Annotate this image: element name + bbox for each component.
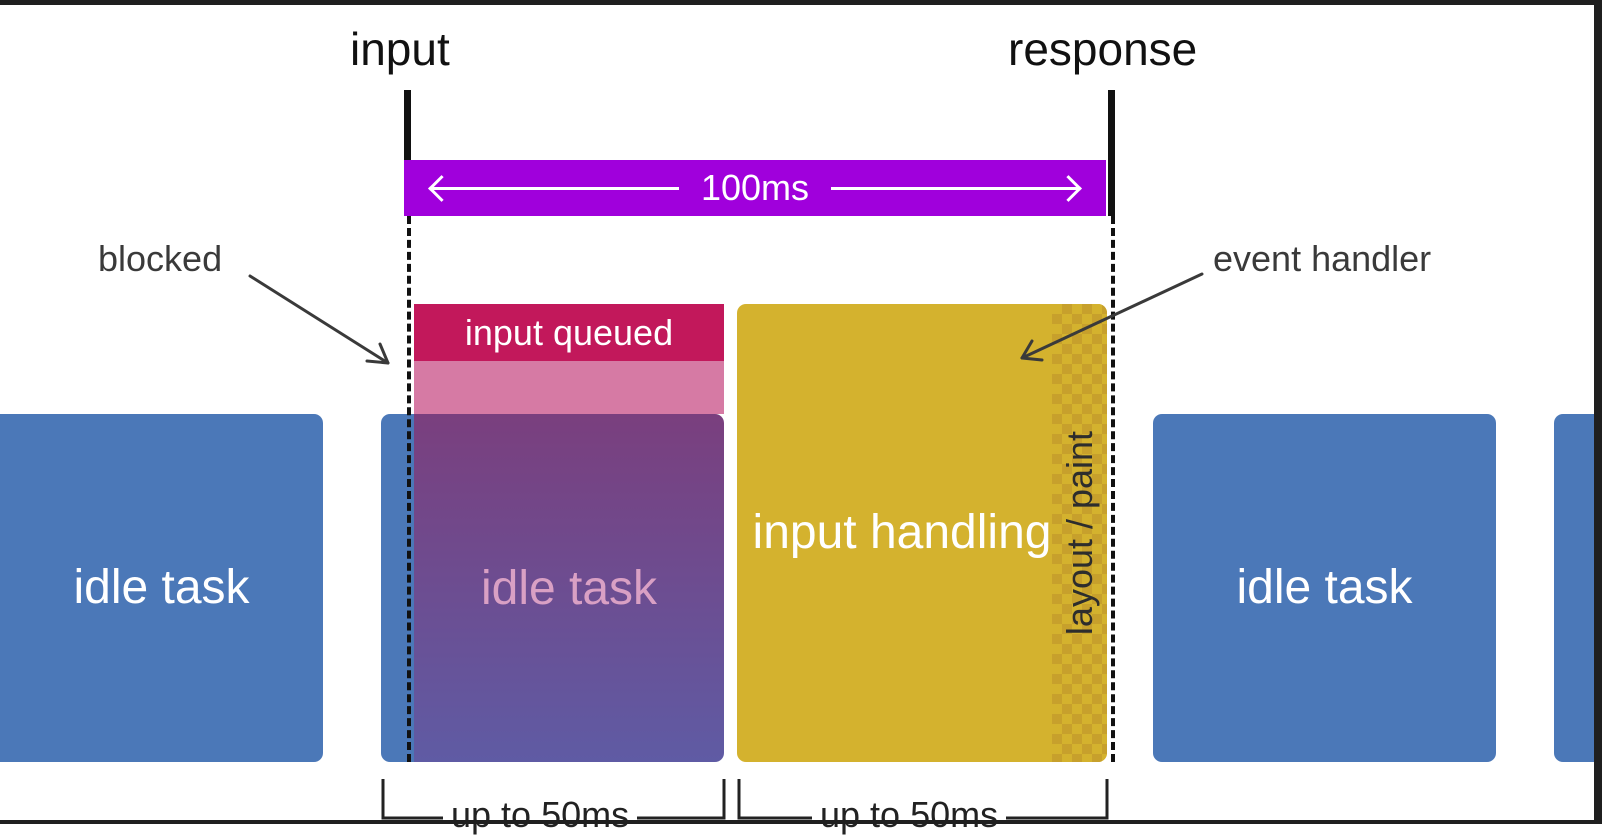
idle-task-block-1: idle task bbox=[0, 414, 323, 762]
bottom-left-duration-label: up to 50ms bbox=[443, 794, 638, 836]
layout-paint-label: layout / paint bbox=[1059, 430, 1100, 636]
event-handler-label: event handler bbox=[1213, 238, 1432, 279]
input-dashed-guide bbox=[407, 216, 411, 762]
arrow-right-icon bbox=[1055, 175, 1082, 202]
response-dashed-guide bbox=[1111, 216, 1115, 762]
bottom-right-duration-label: up to 50ms bbox=[812, 794, 1007, 836]
frame-bottom-border bbox=[0, 820, 1602, 824]
duration-label: 100ms bbox=[678, 167, 832, 209]
input-handling-label: input handling bbox=[752, 506, 1052, 559]
duration-bar: 100ms bbox=[404, 160, 1106, 216]
frame-right-border bbox=[1594, 0, 1602, 824]
idle-task-label-1: idle task bbox=[73, 561, 250, 615]
idle-task-block-2-overlay: idle task bbox=[414, 414, 724, 762]
input-handling-block: input handling bbox=[737, 304, 1107, 762]
response-label: response bbox=[1008, 23, 1198, 75]
blocked-arrow-icon bbox=[248, 274, 390, 365]
layout-paint-region bbox=[1052, 304, 1107, 762]
frame-top-border bbox=[0, 0, 1602, 5]
input-queued-bar: input queued bbox=[414, 304, 724, 361]
blocked-label: blocked bbox=[98, 238, 223, 279]
input-label: input bbox=[350, 23, 450, 75]
idle-task-block-3: idle task bbox=[1153, 414, 1496, 762]
response-marker-line bbox=[1108, 90, 1115, 216]
queued-fade-region bbox=[414, 361, 724, 414]
input-marker-line bbox=[404, 90, 411, 216]
input-queued-label: input queued bbox=[464, 311, 674, 353]
idle-task-label-2: idle task bbox=[480, 561, 658, 615]
idle-task-label-3: idle task bbox=[1236, 561, 1413, 615]
arrow-left-icon bbox=[428, 175, 455, 202]
